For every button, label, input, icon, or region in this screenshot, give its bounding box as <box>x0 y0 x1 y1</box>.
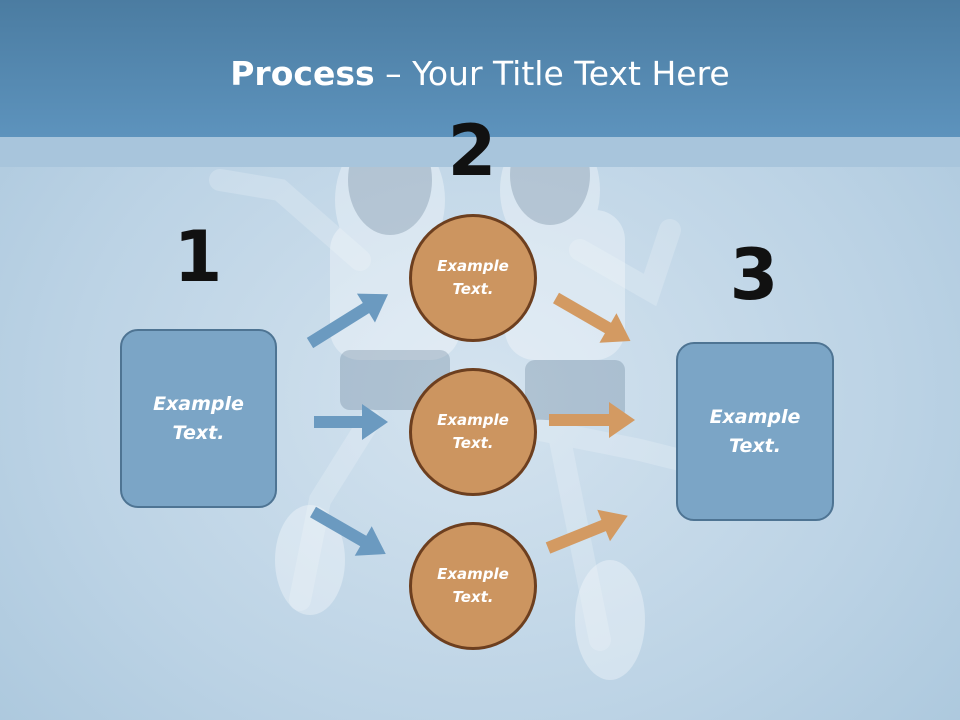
step-1-text: Example Text. <box>153 390 244 448</box>
step-1-text-line2: Text. <box>172 421 225 444</box>
arrows-orange <box>545 292 635 554</box>
title-bold: Process <box>230 54 375 93</box>
step-2-circle-middle[interactable]: Example Text. <box>409 368 537 496</box>
slide-title: Process – Your Title Text Here <box>0 52 960 96</box>
step-number-1: 1 <box>173 216 223 298</box>
arrows-blue <box>306 293 389 556</box>
step-2-circle-bottom[interactable]: Example Text. <box>409 522 537 650</box>
arrow-blue-down <box>310 506 386 556</box>
title-rest: – Your Title Text Here <box>374 54 730 93</box>
circle-top-text: Example Text. <box>437 255 509 301</box>
circle-bottom-text: Example Text. <box>437 563 509 609</box>
arrow-blue-middle <box>314 404 388 440</box>
circle-bottom-line2: Text. <box>452 588 494 606</box>
arrow-orange-middle <box>549 402 635 438</box>
step-3-box[interactable]: Example Text. <box>676 342 834 521</box>
circle-top-line2: Text. <box>452 280 494 298</box>
circle-middle-line1: Example <box>437 411 509 429</box>
header-band <box>0 0 960 137</box>
step-3-text: Example Text. <box>710 403 801 461</box>
step-3-text-line2: Text. <box>729 434 781 457</box>
circle-top-line1: Example <box>437 257 509 275</box>
header-strip <box>0 137 960 167</box>
circle-bottom-line1: Example <box>437 565 509 583</box>
step-2-circle-top[interactable]: Example Text. <box>409 214 537 342</box>
circle-middle-text: Example Text. <box>437 409 509 455</box>
arrow-orange-down <box>553 292 631 343</box>
step-number-2: 2 <box>447 110 497 192</box>
arrow-orange-up <box>545 509 628 554</box>
step-3-text-line1: Example <box>709 405 801 428</box>
step-number-3: 3 <box>729 234 779 316</box>
step-1-text-line1: Example <box>153 392 244 415</box>
arrow-blue-up <box>306 293 389 349</box>
circle-middle-line2: Text. <box>452 434 494 452</box>
step-1-box[interactable]: Example Text. <box>120 329 277 508</box>
